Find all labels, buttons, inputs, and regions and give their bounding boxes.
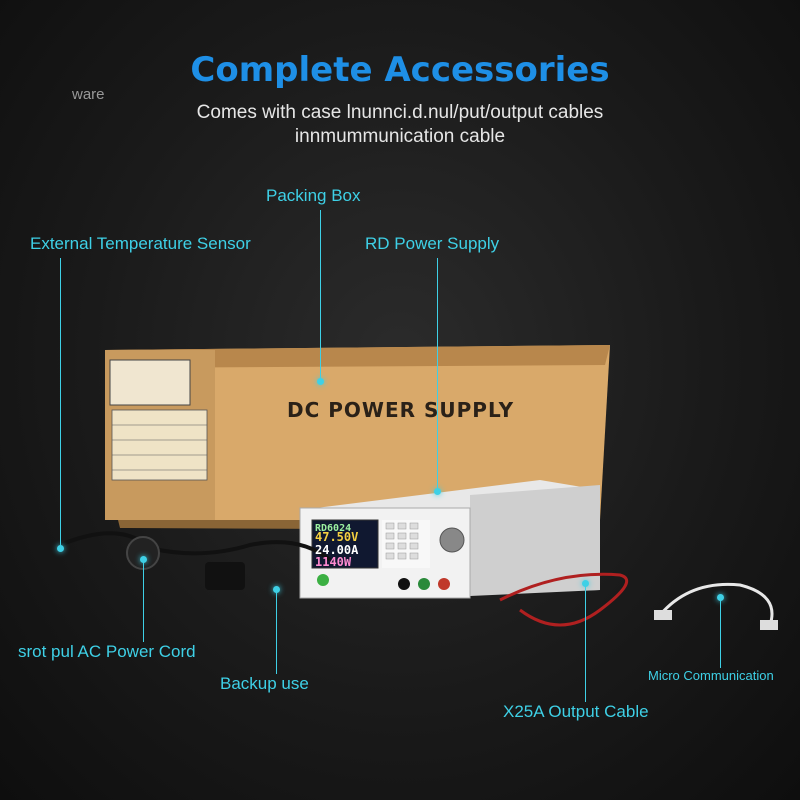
subtitle-line-1: Comes with case lnunnci.d.nul/put/output… — [196, 102, 604, 123]
box-front-text: DC POWER SUPPLY — [287, 398, 515, 422]
connector-external-sensor — [60, 258, 61, 548]
label-external-sensor: External Temperature Sensor — [30, 234, 251, 253]
device-current: 24.00A — [315, 543, 359, 557]
marker-micro-cable — [717, 594, 724, 601]
micro-cable-illustration — [658, 582, 774, 626]
power-supply-illustration — [299, 480, 600, 599]
connector-packing-box — [320, 210, 321, 380]
packing-box-illustration — [105, 345, 610, 530]
label-backup-fuse: Backup use — [220, 674, 309, 693]
label-micro-cable: Micro Communication — [648, 668, 774, 683]
marker-rd-power-supply — [434, 488, 441, 495]
label-rd-power-supply: RD Power Supply — [365, 234, 500, 253]
corner-fragment-text: ware — [72, 86, 105, 103]
device-power: 1140W — [315, 555, 352, 569]
page-title: Complete Accessories — [190, 50, 610, 90]
connector-output-cable — [585, 582, 586, 702]
marker-packing-box — [317, 378, 324, 385]
connector-rd-power-supply — [437, 258, 438, 490]
ac-cord-illustration — [59, 531, 332, 562]
subtitle-line-2: innmummunication cable — [294, 126, 506, 147]
connector-backup-fuse — [276, 590, 277, 674]
marker-output-cable — [582, 580, 589, 587]
output-cable-illustration — [499, 572, 629, 627]
label-output-cable: X25A Output Cable — [503, 702, 649, 721]
connector-micro-cable — [720, 596, 721, 668]
marker-external-sensor — [57, 545, 64, 552]
connector-ac-power-cord — [143, 558, 144, 642]
marker-backup-fuse — [273, 586, 280, 593]
device-model: RD6024 — [315, 523, 352, 534]
label-ac-power-cord: srot pul AC Power Cord — [18, 642, 196, 661]
device-voltage: 47.50V — [315, 530, 359, 544]
label-packing-box: Packing Box — [266, 186, 361, 205]
marker-ac-power-cord — [140, 556, 147, 563]
